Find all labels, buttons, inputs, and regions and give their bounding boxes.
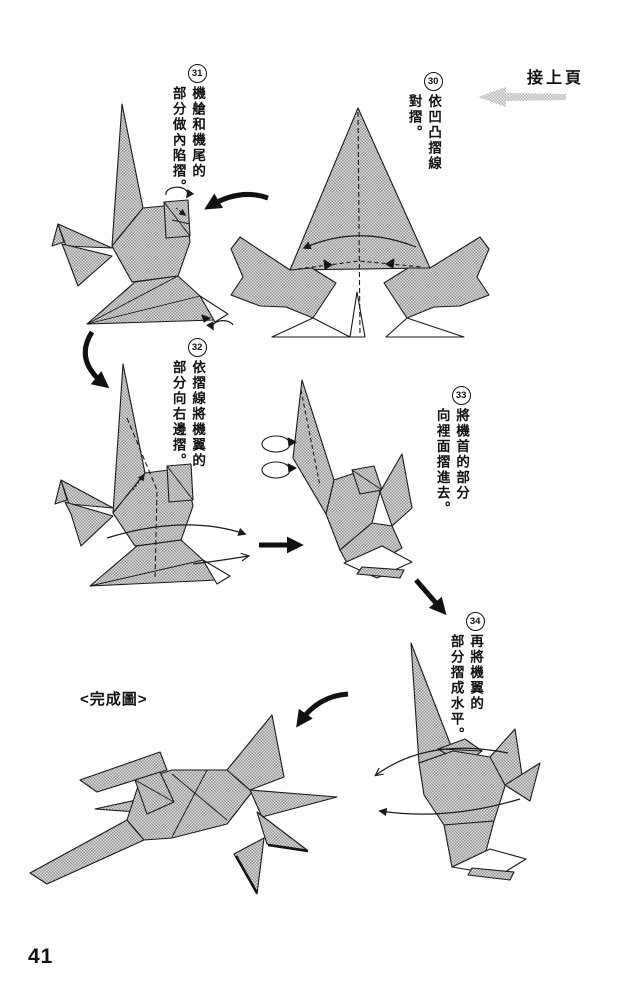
step-31-label: 31 機艙和機尾的 部分做內陷摺。: [168, 64, 207, 195]
step-32-number-badge: 32: [187, 338, 207, 357]
step-31-col2: 部分做內陷摺。: [168, 64, 188, 195]
transition-arrow-33-34-icon: [414, 578, 447, 616]
step-34-label: 34 再將機翼的 部分摺成水平。: [446, 612, 485, 743]
step-31-text-2: 部分做內陷摺。: [170, 86, 186, 195]
step-33-diagram: [261, 379, 413, 579]
transition-arrow-34-final-icon: [296, 691, 349, 728]
step-31-text-1: 機艙和機尾的: [190, 86, 206, 179]
step-33-col1: 33 將機首的部分: [451, 386, 472, 517]
step-32-col2: 部分向右邊摺。: [168, 338, 188, 469]
step-34-col1: 34 再將機翼的: [465, 612, 486, 743]
transition-arrow-30-31-icon: [204, 191, 269, 210]
transition-arrow-31-32-icon: [82, 330, 110, 389]
step-34-text-2: 部分摺成水平。: [448, 634, 464, 743]
step-31-col1: 31 機艙和機尾的: [187, 64, 208, 195]
step-33-text-2: 向裡面摺進去。: [434, 408, 450, 517]
step-34-number-badge: 34: [465, 612, 485, 631]
step-32-col1: 32 依摺線將機翼的: [187, 338, 208, 469]
step-34-diagram: [368, 642, 541, 881]
step-31-number-badge: 31: [187, 64, 207, 83]
step-34-text-1: 再將機翼的: [468, 634, 484, 712]
step-30-col1: 30 依凹凸摺線: [423, 72, 444, 172]
step-30-text-2: 對摺。: [406, 94, 422, 141]
step-32-diagram: [54, 363, 325, 587]
step-30-col2: 對摺。: [404, 72, 424, 172]
step-30-number-badge: 30: [423, 72, 443, 91]
step-33-text-1: 將機首的部分: [454, 408, 470, 501]
step-30-text-1: 依凹凸摺線: [426, 94, 442, 172]
step-30-label: 30 依凹凸摺線 對摺。: [404, 72, 443, 172]
step-30-diagram: [230, 107, 490, 338]
step-32-label: 32 依摺線將機翼的 部分向右邊摺。: [168, 338, 207, 469]
step-32-text-2: 部分向右邊摺。: [170, 360, 186, 469]
page-number: 41: [28, 945, 54, 968]
continued-from-label: 接上頁: [527, 70, 585, 87]
step-34-col2: 部分摺成水平。: [446, 612, 466, 743]
step-33-number-badge: 33: [451, 386, 471, 405]
finished-model-diagram: [29, 714, 338, 895]
transition-arrow-32-33-icon: [259, 536, 304, 554]
completed-figure-label: <完成圖>: [80, 691, 148, 708]
step-33-col2: 向裡面摺進去。: [432, 386, 452, 517]
step-33-label: 33 將機首的部分 向裡面摺進去。: [432, 386, 471, 517]
continued-left-arrow-icon: [478, 87, 566, 107]
step-32-text-1: 依摺線將機翼的: [190, 360, 206, 469]
step-31-diagram: [51, 103, 234, 331]
